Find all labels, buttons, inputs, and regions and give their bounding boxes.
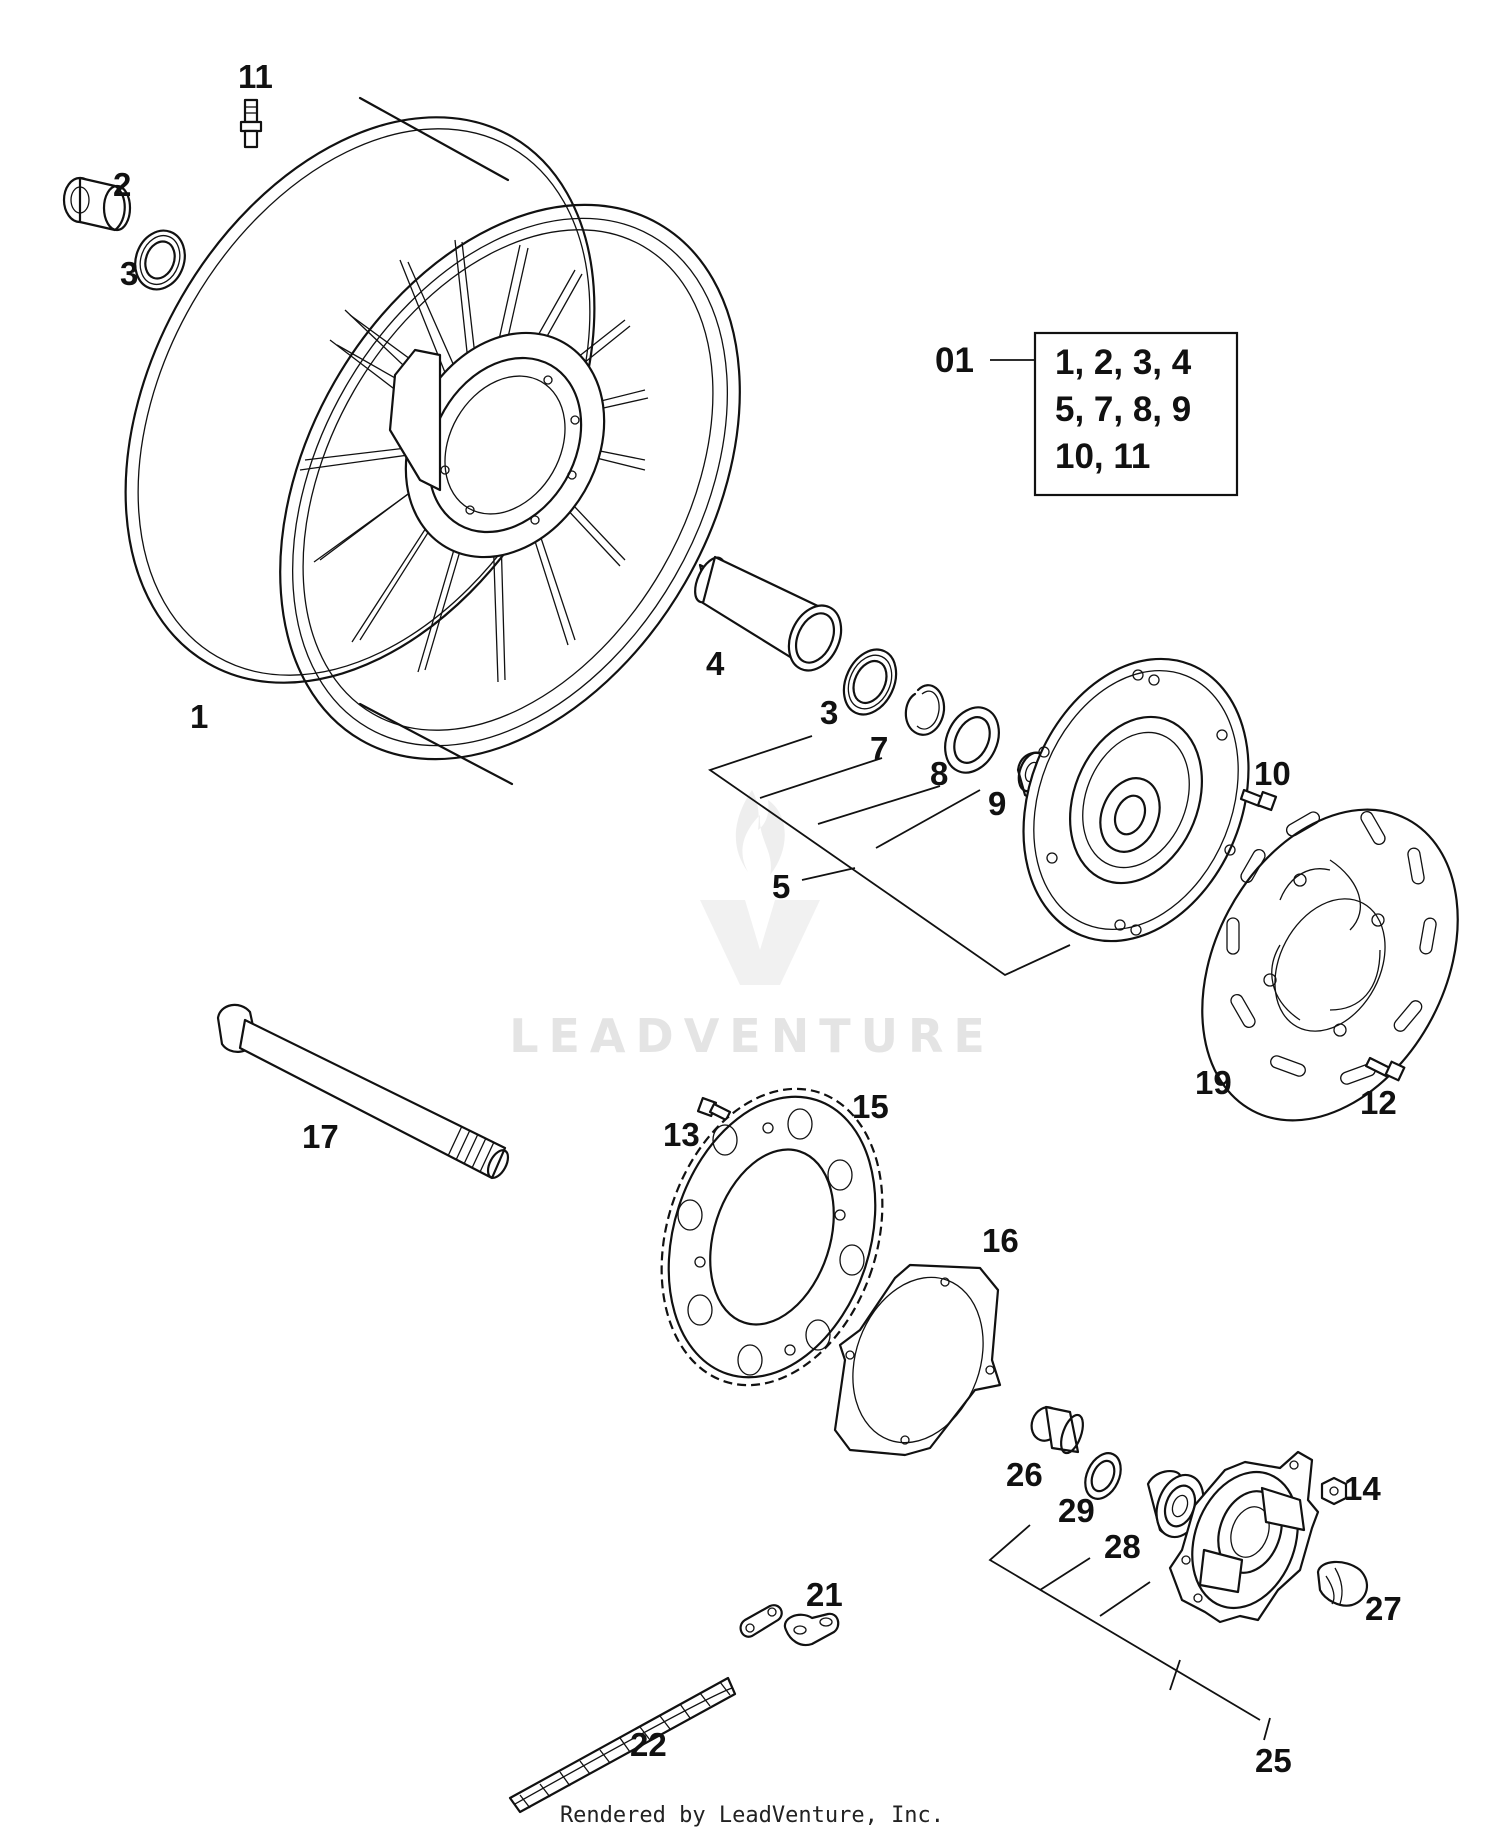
callout-13: 13 — [663, 1116, 700, 1153]
callout-3-top: 3 — [120, 255, 138, 292]
part-3-wheel-bearing-top — [134, 229, 186, 291]
kit-box: 01 1, 2, 3, 4 5, 7, 8, 9 10, 11 — [935, 331, 1239, 497]
callout-19: 19 — [1195, 1064, 1232, 1101]
callout-10: 10 — [1254, 755, 1291, 792]
leader-lines-carrier-hub-group — [988, 1524, 1271, 1741]
callout-9: 9 — [988, 785, 1006, 822]
callout-1: 1 — [190, 698, 208, 735]
part-3-wheel-bearing-lower — [842, 648, 898, 716]
footer-credit: Rendered by LeadVenture, Inc. — [560, 1803, 944, 1828]
part-21-master-link — [739, 1604, 840, 1647]
part-14-nut — [1320, 1476, 1348, 1506]
callout-14: 14 — [1344, 1470, 1381, 1507]
part-29-shaft-seal — [1084, 1452, 1122, 1500]
callout-28: 28 — [1104, 1528, 1141, 1565]
watermark-text: LEADVENTURE — [509, 1009, 995, 1063]
part-19-brake-disc — [1201, 808, 1459, 1122]
part-11-tire-valve — [239, 98, 263, 149]
callout-3-lower: 3 — [820, 694, 838, 731]
callout-2: 2 — [113, 166, 131, 203]
callout-5: 5 — [772, 868, 790, 905]
part-16-sprocket-spacer-plate — [833, 1263, 1002, 1457]
callout-7: 7 — [870, 730, 888, 767]
part-22-drive-chain — [508, 1676, 737, 1814]
kit-line-1: 1, 2, 3, 4 — [1055, 343, 1192, 382]
callout-22: 22 — [630, 1726, 667, 1763]
callout-15: 15 — [852, 1088, 889, 1125]
leader-lines-carrier-group — [708, 735, 1071, 977]
callout-11: 11 — [238, 58, 273, 95]
callout-21: 21 — [806, 1576, 843, 1613]
part-25-sprocket-carrier — [1168, 1450, 1320, 1624]
kit-label: 01 — [935, 341, 974, 380]
callout-4: 4 — [706, 645, 725, 682]
callout-17: 17 — [302, 1118, 339, 1155]
leadventure-watermark: LEADVENTURE — [509, 790, 995, 1063]
part-26-bushing — [1030, 1405, 1084, 1455]
part-10-bolt — [1239, 788, 1278, 812]
callout-8: 8 — [930, 755, 948, 792]
part-5-brake-disc-carrier — [1022, 657, 1250, 943]
part-15-rear-sprocket — [660, 1087, 884, 1387]
callout-27: 27 — [1365, 1590, 1402, 1627]
callout-29: 29 — [1058, 1492, 1095, 1529]
part-7-circlip — [904, 684, 946, 736]
part-12-bolt — [1364, 1056, 1406, 1082]
callout-25: 25 — [1255, 1742, 1292, 1779]
part-1-wheel-rim — [124, 96, 741, 786]
callout-26: 26 — [1006, 1456, 1043, 1493]
part-8-shaft-seal — [944, 706, 1000, 774]
part-17-wheel-axle — [216, 1003, 510, 1180]
kit-line-2: 5, 7, 8, 9 — [1055, 390, 1191, 429]
callout-labels: 11 2 3 1 4 3 7 8 9 5 10 19 12 17 13 15 1… — [113, 58, 1402, 1779]
leadventure-flame-logo-icon — [700, 790, 820, 985]
callout-16: 16 — [982, 1222, 1019, 1259]
part-13-bolt — [696, 1096, 732, 1122]
part-27-damper-rubber — [1316, 1560, 1369, 1607]
kit-line-3: 10, 11 — [1055, 437, 1150, 476]
callout-12: 12 — [1360, 1084, 1397, 1121]
part-4-spacer-sleeve — [694, 555, 843, 672]
part-2-spacer-bushing — [62, 176, 132, 232]
